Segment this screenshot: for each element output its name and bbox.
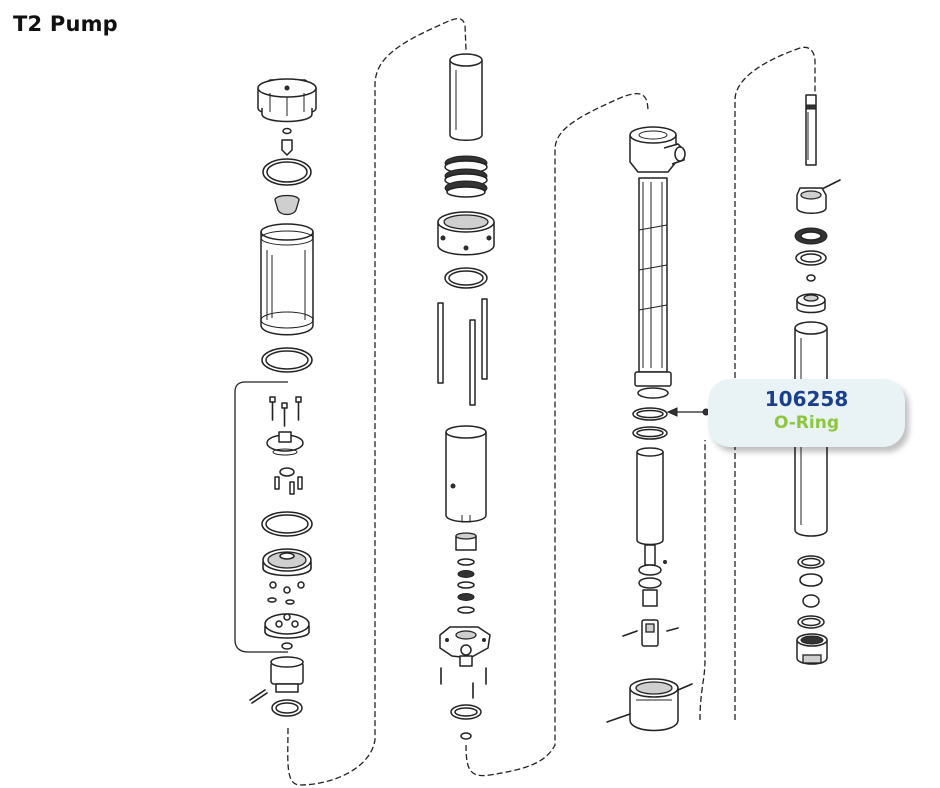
cylinder-base [634, 371, 672, 399]
column-1-parts [249, 78, 317, 717]
dashed-connector-2 [465, 92, 649, 777]
column-2-parts [437, 53, 495, 740]
dashed-connector-4 [734, 46, 816, 720]
suction-clamp [606, 678, 693, 732]
top-cap [257, 78, 317, 123]
piston-valve [796, 293, 826, 314]
tie-rods [437, 298, 488, 406]
pump-foot-valve [439, 626, 491, 667]
upper-shaft [805, 94, 817, 166]
solid-leader-bracket [234, 381, 288, 653]
bottom-fitting [270, 656, 304, 693]
bottom-clamp-fitting [641, 619, 659, 647]
part-callout-bubble: 106258 O-Ring [708, 379, 905, 447]
screws-set-1 [269, 396, 302, 427]
piston-head [796, 187, 827, 214]
displacement-cylinder [638, 177, 668, 373]
upper-tube [449, 53, 483, 141]
oring-highlighted [632, 407, 668, 421]
callout-leader [666, 407, 710, 417]
plunger-rod [636, 447, 667, 566]
slotted-sleeve [445, 425, 487, 523]
callout-part-description: O-Ring [773, 413, 839, 433]
packing-nut [437, 211, 495, 256]
gear-plate [262, 548, 312, 577]
sight-cylinder [260, 223, 314, 336]
dashed-connector-3 [699, 440, 706, 721]
dashed-connector-1 [287, 17, 467, 786]
ball-cage-stack [455, 532, 477, 614]
page-title: T2 Pump [13, 12, 118, 36]
outlet-tee [629, 126, 686, 173]
foot-valve-housing [796, 633, 828, 665]
column-3-parts [606, 126, 693, 732]
callout-part-number: 106258 [764, 387, 849, 411]
spring-stack [444, 155, 488, 198]
